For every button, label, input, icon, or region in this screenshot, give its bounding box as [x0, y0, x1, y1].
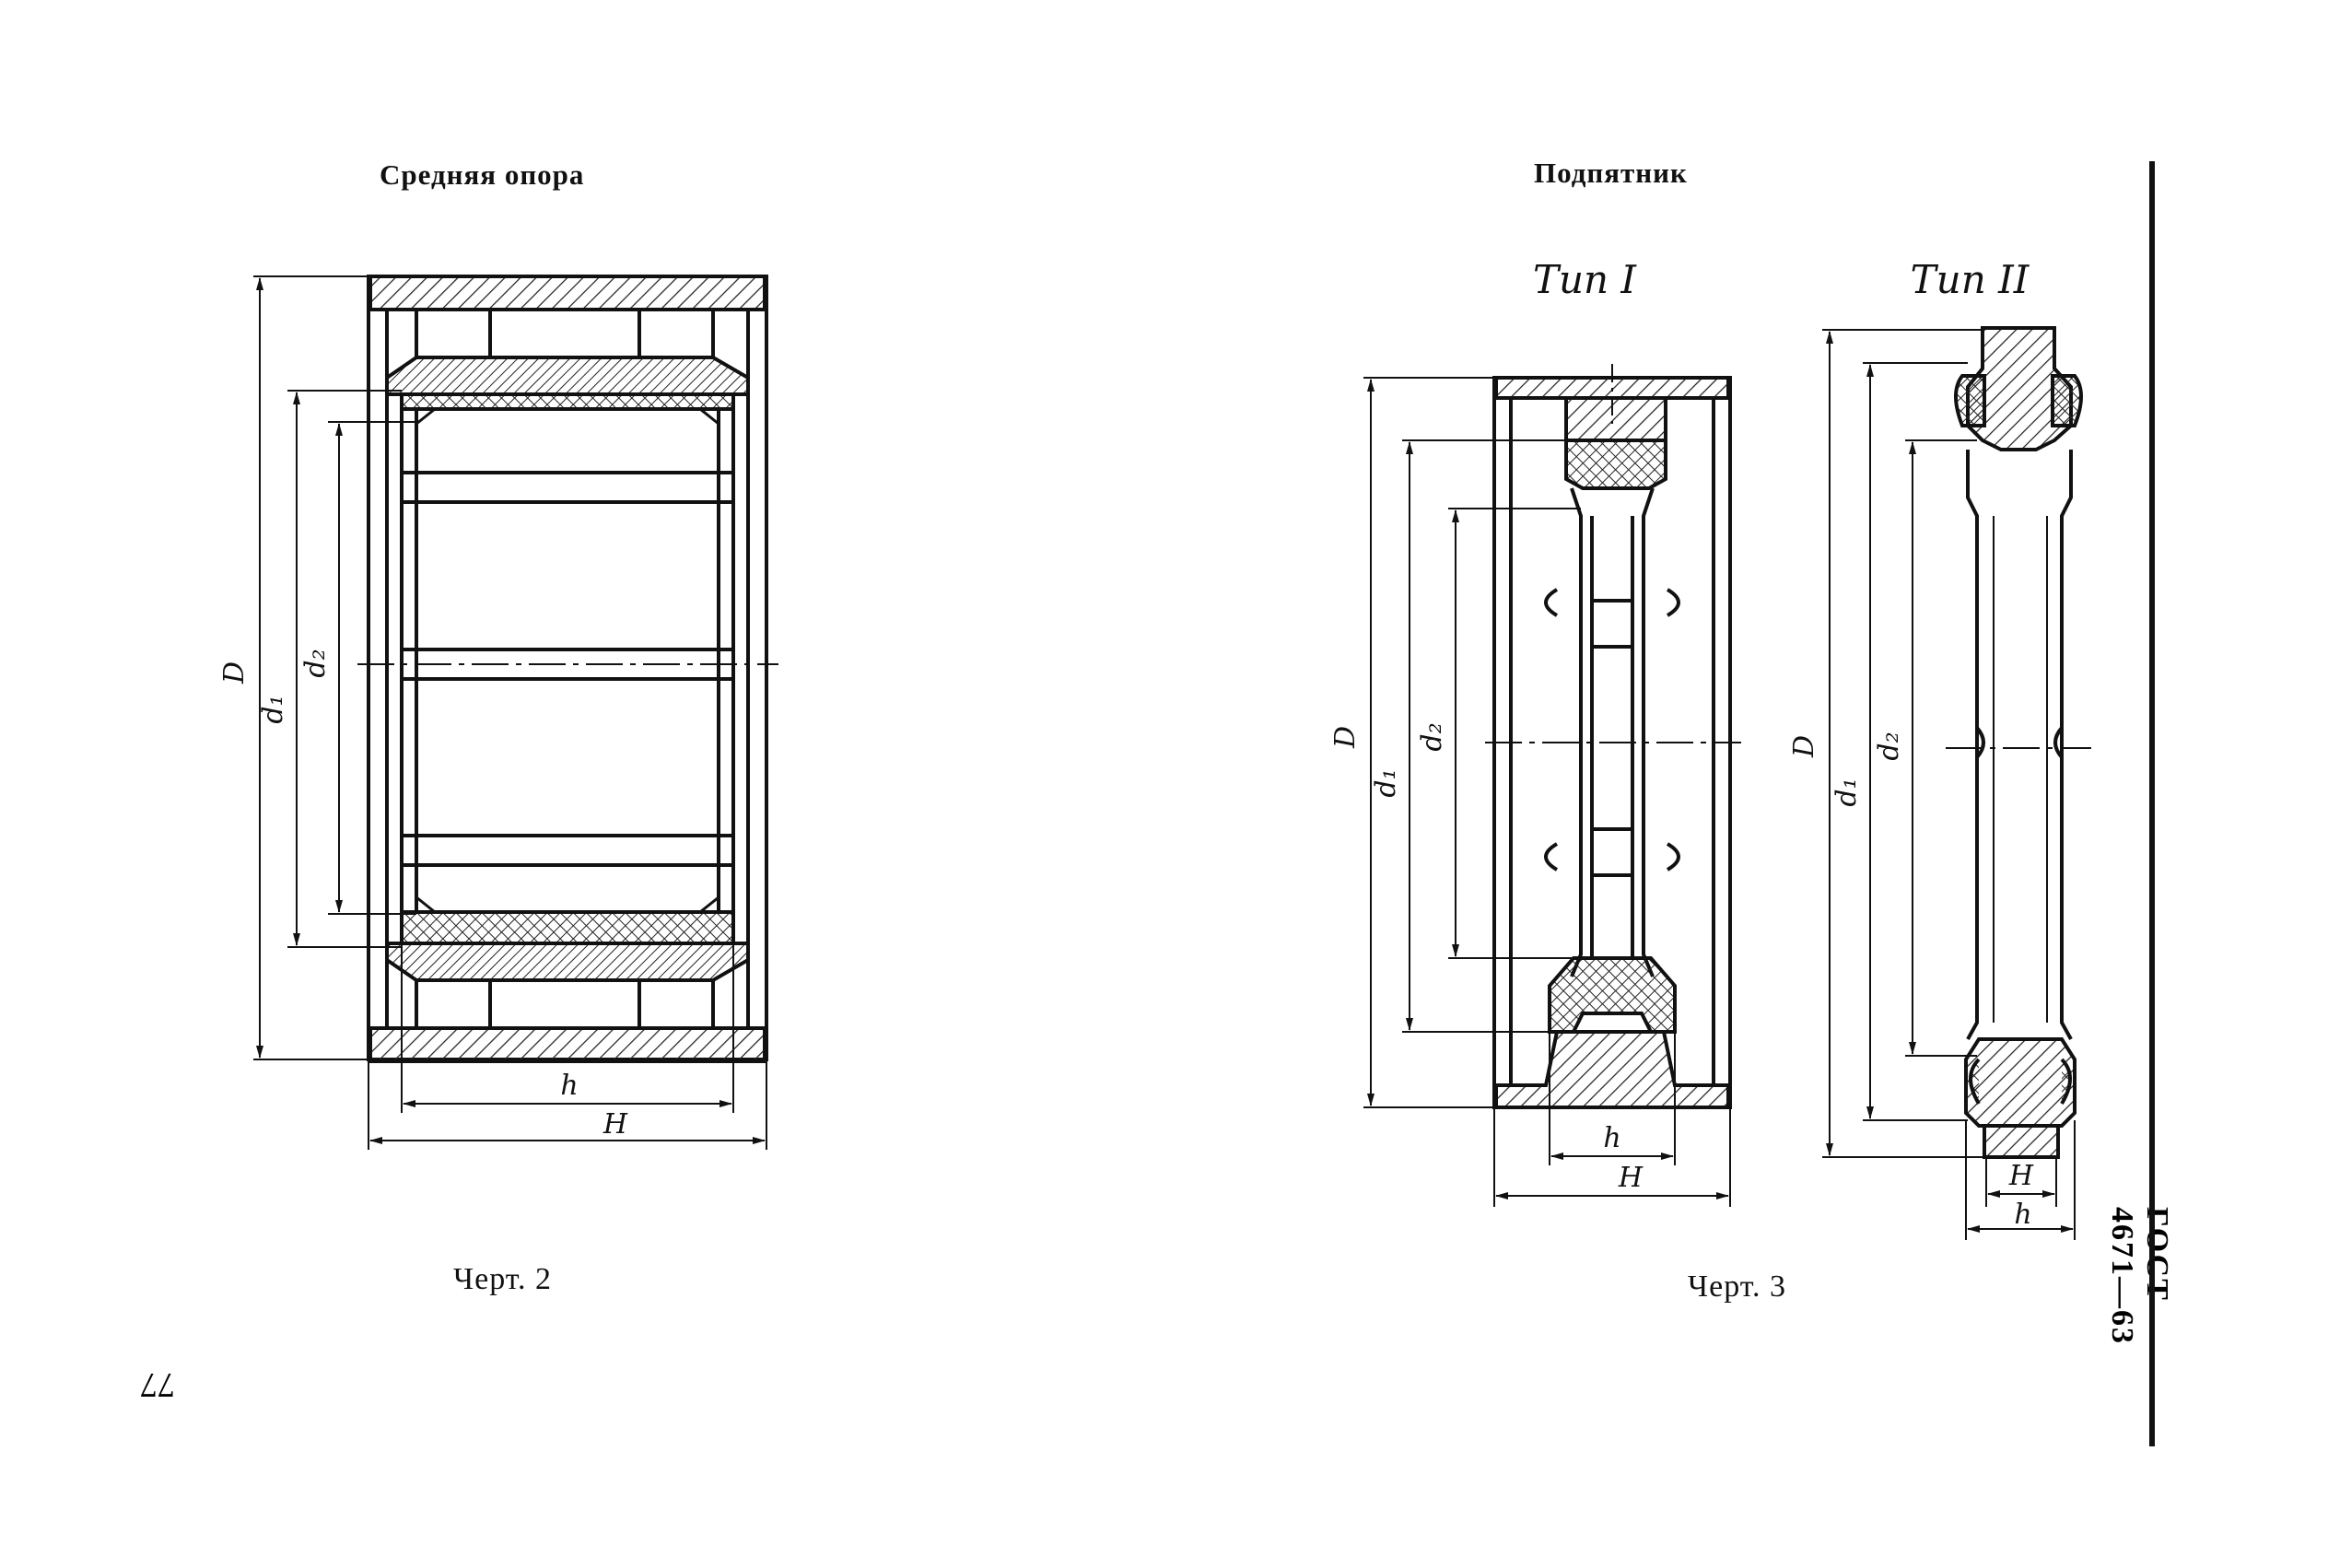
fig2-top-ring [385, 356, 750, 396]
fig3t1-label-d2: d₂ [1416, 722, 1448, 751]
fig2-label-H: H [602, 1108, 628, 1141]
figure2-caption: Черт. 2 [453, 1262, 553, 1296]
fig2-bottom-flange [369, 1026, 766, 1063]
fig3t2-bottom-seal [1964, 1037, 2076, 1128]
fig3t2-label-H: H [2008, 1160, 2034, 1192]
figure3-caption: Черт. 3 [1688, 1270, 1787, 1304]
figure3-type1-drawing [1363, 364, 1741, 1207]
figure3-type2-drawing [1822, 326, 2091, 1240]
fig3t2-bottom-block [1983, 1124, 2060, 1159]
fig2-label-h: h [560, 1070, 578, 1102]
figure3-type1-labels: Тип I D d₁ d₂ h H [1329, 257, 1644, 1194]
figure2-dim-labels: D d₁ d₂ h H [218, 649, 628, 1141]
fig3t2-label-h: h [2014, 1199, 2031, 1231]
fig3t1-bottom-seal [1548, 956, 1677, 1034]
fig3t2-label-d2: d₂ [1873, 731, 1905, 760]
figure3-heading: Подпятник [1534, 157, 1688, 189]
fig2-label-d2: d₂ [299, 649, 332, 677]
fig2-bottom-seal [400, 910, 735, 945]
fig3t1-label-d1: d₁ [1370, 768, 1402, 797]
fig3-type1-label: Тип I [1533, 257, 1637, 302]
fig2-label-D: D [218, 661, 251, 685]
fig3t2-label-D: D [1788, 735, 1820, 758]
figure2-drawing [253, 275, 778, 1150]
fig3t1-top-seal [1564, 439, 1667, 490]
fig2-bottom-ring [385, 942, 750, 982]
fig3t1-label-H: H [1618, 1162, 1644, 1194]
fig3t2-label-d1: d₁ [1831, 778, 1863, 806]
fig3t1-label-h: h [1603, 1122, 1620, 1154]
fig3t1-label-D: D [1329, 726, 1362, 749]
fig3-type2-label: Тип II [1911, 257, 2030, 302]
fig2-top-flange [369, 275, 766, 311]
fig3t1-bottom-flange [1494, 1030, 1730, 1109]
figure2-heading: Средняя опора [380, 158, 585, 191]
fig2-label-d1: d₁ [257, 695, 289, 723]
figure3-type2-labels: Тип II D d₁ d₂ H h [1788, 257, 2034, 1231]
